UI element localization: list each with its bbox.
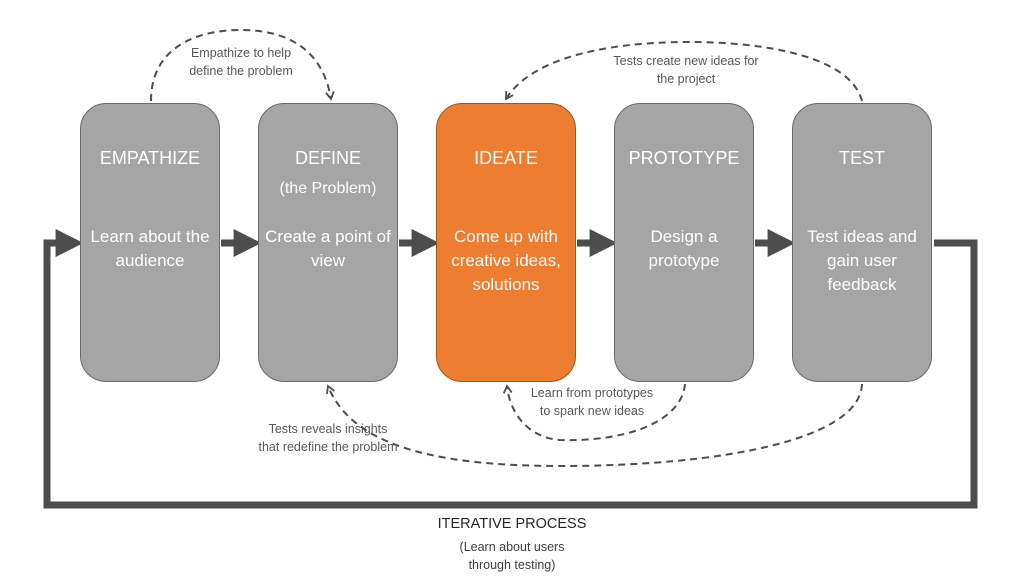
feedback-arc-empathize-define bbox=[150, 28, 335, 102]
stage-description: Create a point of view bbox=[265, 227, 391, 270]
stage-description: Design a prototype bbox=[648, 227, 720, 270]
stage-description: Come up with creative ideas, solutions bbox=[451, 227, 561, 294]
feedback-arc-test-define bbox=[326, 383, 863, 468]
note-test-to-define: Tests reveals insights that redefine the… bbox=[258, 422, 398, 454]
stage-empathize: EMPATHIZE Learn about the audience bbox=[80, 103, 220, 382]
iterative-process-subtitle: (Learn about users through testing) bbox=[459, 540, 565, 572]
stage-description: Learn about the audience bbox=[90, 227, 210, 270]
stage-description: Test ideas and gain user feedback bbox=[807, 227, 917, 294]
note-test-to-ideate: Tests create new ideas for the project bbox=[613, 54, 759, 86]
iterative-loop-arrow bbox=[43, 229, 978, 509]
stage-prototype: PROTOTYPE Design a prototype bbox=[614, 103, 754, 382]
stage-title: PROTOTYPE bbox=[628, 148, 740, 168]
note-empathize-to-define: Empathize to help define the problem bbox=[189, 46, 293, 78]
stage-title: DEFINE bbox=[294, 148, 361, 168]
stage-title: IDEATE bbox=[474, 148, 538, 168]
feedback-arc-prototype-ideate bbox=[502, 383, 686, 442]
note-prototype-to-ideate: Learn from prototypes to spark new ideas bbox=[530, 386, 654, 418]
stage-ideate: IDEATE Come up with creative ideas, solu… bbox=[436, 103, 576, 382]
stage-title: EMPATHIZE bbox=[99, 148, 201, 168]
stage-subtitle: (the Problem) bbox=[279, 180, 377, 197]
iterative-process-title: ITERATIVE PROCESS bbox=[437, 516, 587, 532]
stage-title: TEST bbox=[838, 148, 885, 168]
stage-test: TEST Test ideas and gain user feedback bbox=[792, 103, 932, 382]
stage-define: DEFINE (the Problem) Create a point of v… bbox=[258, 103, 398, 382]
